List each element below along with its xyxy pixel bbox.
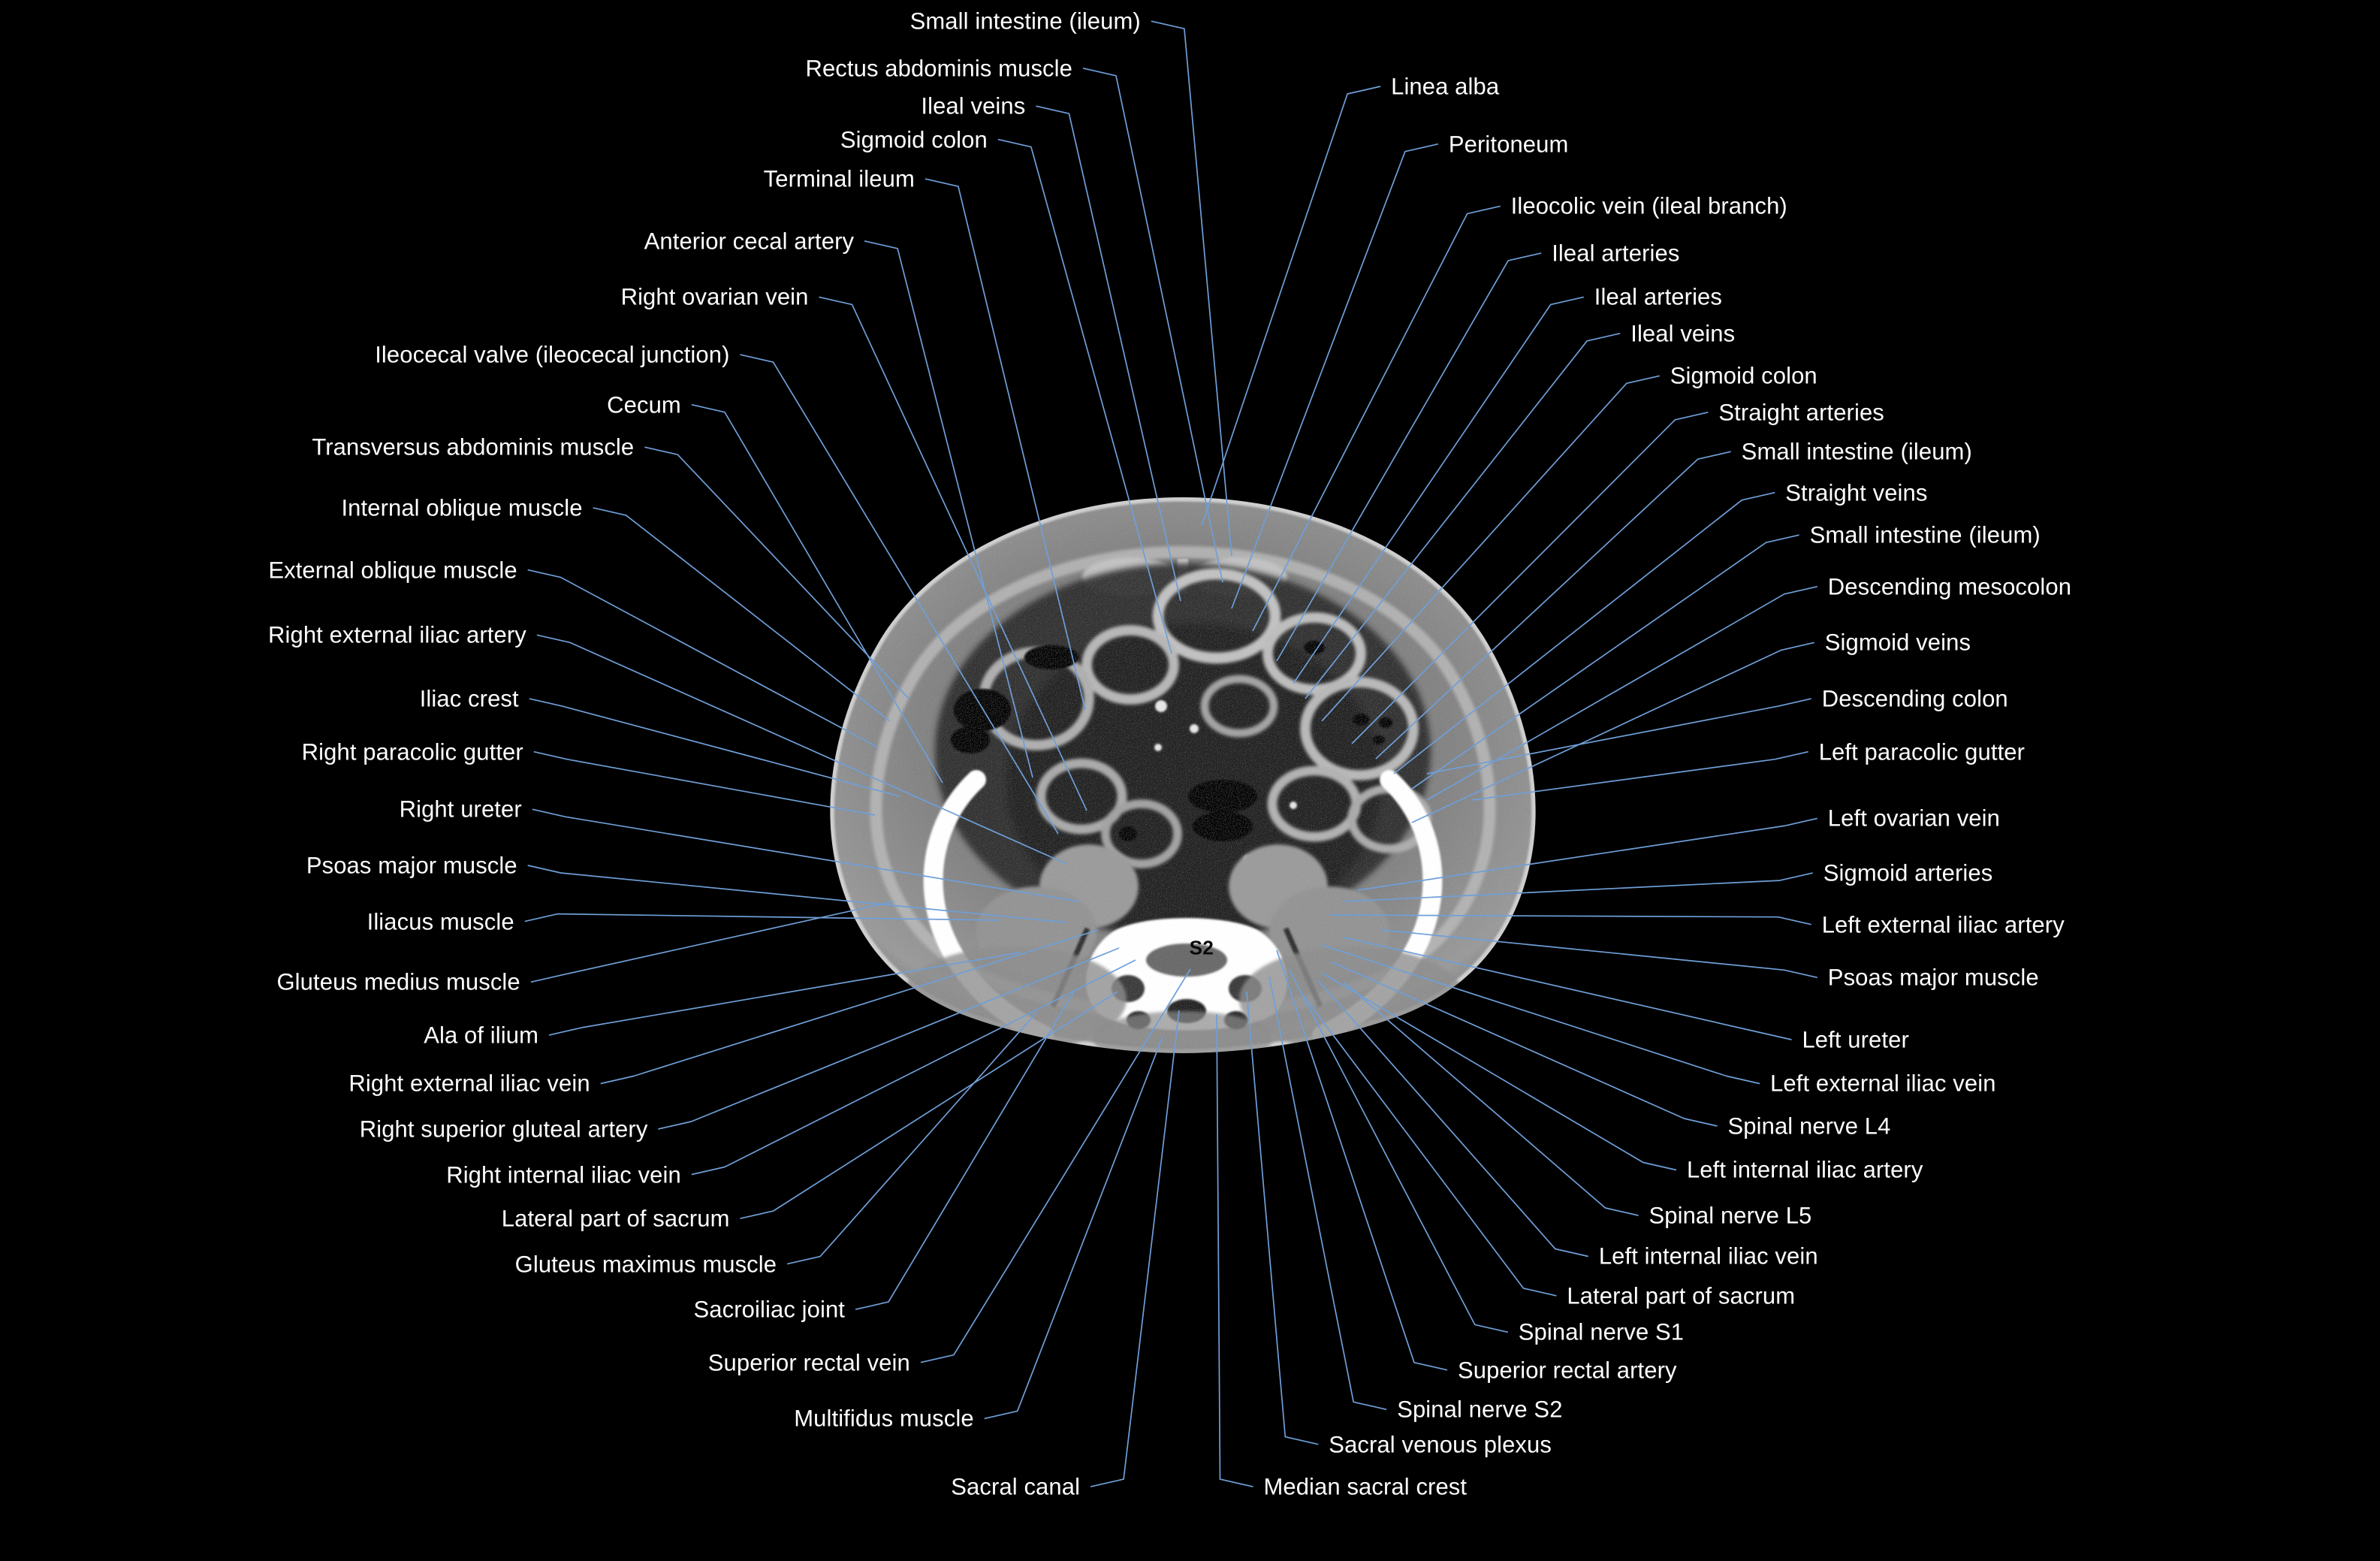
annotation-label-left-external-iliac-vein[interactable]: Left external iliac vein [1770,1070,1996,1097]
annotation-label-sacral-canal[interactable]: Sacral canal [951,1473,1081,1500]
annotation-label-left-external-iliac-artery[interactable]: Left external iliac artery [1821,911,2065,938]
annotation-label-multifidus-muscle[interactable]: Multifidus muscle [794,1405,974,1432]
annotation-label-left-ureter[interactable]: Left ureter [1802,1026,1909,1053]
vertebra-level-marker: S2 [1189,936,1214,959]
ct-axial-slice-image: S2 [789,481,1577,1067]
annotation-label-terminal-ileum[interactable]: Terminal ileum [763,165,915,192]
annotation-label-right-external-iliac-artery[interactable]: Right external iliac artery [268,621,526,648]
annotation-label-superior-rectal-vein[interactable]: Superior rectal vein [707,1349,910,1376]
annotation-label-sigmoid-colon[interactable]: Sigmoid colon [1670,362,1817,389]
leader-line-small-intestine-ileum [1151,20,1232,557]
annotation-label-anterior-cecal-artery[interactable]: Anterior cecal artery [644,228,855,255]
annotation-label-psoas-major-muscle[interactable]: Psoas major muscle [306,852,517,879]
annotation-label-ala-of-ilium[interactable]: Ala of ilium [424,1022,538,1049]
annotation-label-sigmoid-veins[interactable]: Sigmoid veins [1824,629,1971,656]
annotation-label-sigmoid-arteries[interactable]: Sigmoid arteries [1823,859,1993,886]
annotation-label-right-ovarian-vein[interactable]: Right ovarian vein [620,283,809,310]
annotation-label-internal-oblique-muscle[interactable]: Internal oblique muscle [341,494,583,521]
annotation-label-psoas-major-muscle[interactable]: Psoas major muscle [1827,964,2039,991]
annotation-label-ileal-veins[interactable]: Ileal veins [1630,320,1736,347]
annotation-label-external-oblique-muscle[interactable]: External oblique muscle [268,557,517,584]
annotation-label-right-paracolic-gutter[interactable]: Right paracolic gutter [301,738,523,765]
annotation-label-descending-colon[interactable]: Descending colon [1821,685,2008,712]
annotation-label-spinal-nerve-l5[interactable]: Spinal nerve L5 [1649,1202,1812,1229]
annotation-label-right-superior-gluteal-artery[interactable]: Right superior gluteal artery [359,1116,648,1143]
leader-line-median-sacral-crest [1216,1013,1253,1487]
annotation-label-sigmoid-colon[interactable]: Sigmoid colon [840,126,988,153]
annotation-label-sacroiliac-joint[interactable]: Sacroiliac joint [693,1296,845,1323]
annotation-label-gluteus-medius-muscle[interactable]: Gluteus medius muscle [276,968,520,995]
annotation-label-linea-alba[interactable]: Linea alba [1391,73,1500,100]
annotation-label-spinal-nerve-s1[interactable]: Spinal nerve S1 [1518,1318,1685,1345]
annotation-label-left-internal-iliac-vein[interactable]: Left internal iliac vein [1598,1242,1818,1270]
annotation-label-gluteus-maximus-muscle[interactable]: Gluteus maximus muscle [514,1251,777,1278]
annotation-label-straight-veins[interactable]: Straight veins [1785,479,1928,506]
annotation-label-cecum[interactable]: Cecum [607,391,681,418]
annotation-label-sacral-venous-plexus[interactable]: Sacral venous plexus [1329,1431,1552,1458]
annotation-label-ileocecal-valve-ileocecal-junction[interactable]: Ileocecal valve (ileocecal junction) [375,341,730,368]
annotation-label-right-external-iliac-vein[interactable]: Right external iliac vein [348,1070,590,1097]
leader-line-sacral-canal [1090,1010,1180,1487]
annotation-label-left-ovarian-vein[interactable]: Left ovarian vein [1827,805,2000,832]
annotation-label-superior-rectal-artery[interactable]: Superior rectal artery [1457,1357,1677,1384]
leader-line-linea-alba [1201,86,1381,527]
annotation-label-lateral-part-of-sacrum[interactable]: Lateral part of sacrum [1567,1282,1796,1309]
annotation-label-iliacus-muscle[interactable]: Iliacus muscle [367,908,514,935]
annotation-label-spinal-nerve-s2[interactable]: Spinal nerve S2 [1397,1396,1563,1423]
annotation-label-straight-arteries[interactable]: Straight arteries [1718,399,1884,426]
annotation-label-peritoneum[interactable]: Peritoneum [1448,131,1569,158]
annotation-label-ileal-veins[interactable]: Ileal veins [921,92,1026,119]
body-cross-section [830,497,1536,1053]
annotation-label-right-internal-iliac-vein[interactable]: Right internal iliac vein [446,1161,681,1188]
annotation-label-spinal-nerve-l4[interactable]: Spinal nerve L4 [1727,1113,1891,1140]
ct-scan-graphic [830,497,1536,1053]
annotation-label-ileal-arteries[interactable]: Ileal arteries [1552,240,1680,267]
annotation-label-small-intestine-ileum[interactable]: Small intestine (ileum) [909,8,1141,35]
annotation-label-small-intestine-ileum[interactable]: Small intestine (ileum) [1741,438,1972,465]
annotation-label-rectus-abdominis-muscle[interactable]: Rectus abdominis muscle [805,55,1072,82]
annotation-label-right-ureter[interactable]: Right ureter [399,796,522,823]
annotation-label-left-internal-iliac-artery[interactable]: Left internal iliac artery [1686,1156,1923,1183]
annotation-label-median-sacral-crest[interactable]: Median sacral crest [1263,1473,1468,1500]
annotation-label-left-paracolic-gutter[interactable]: Left paracolic gutter [1818,738,2026,765]
annotation-label-iliac-crest[interactable]: Iliac crest [419,685,519,712]
annotation-label-lateral-part-of-sacrum[interactable]: Lateral part of sacrum [501,1205,730,1232]
annotation-label-ileal-arteries[interactable]: Ileal arteries [1594,283,1722,310]
leader-line-multifidus-muscle [984,1036,1163,1420]
annotation-label-transversus-abdominis-muscle[interactable]: Transversus abdominis muscle [312,433,635,460]
annotation-label-descending-mesocolon[interactable]: Descending mesocolon [1827,573,2072,600]
annotation-label-ileocolic-vein-ileal-branch[interactable]: Ileocolic vein (ileal branch) [1510,192,1787,219]
annotation-label-small-intestine-ileum[interactable]: Small intestine (ileum) [1809,521,2041,548]
